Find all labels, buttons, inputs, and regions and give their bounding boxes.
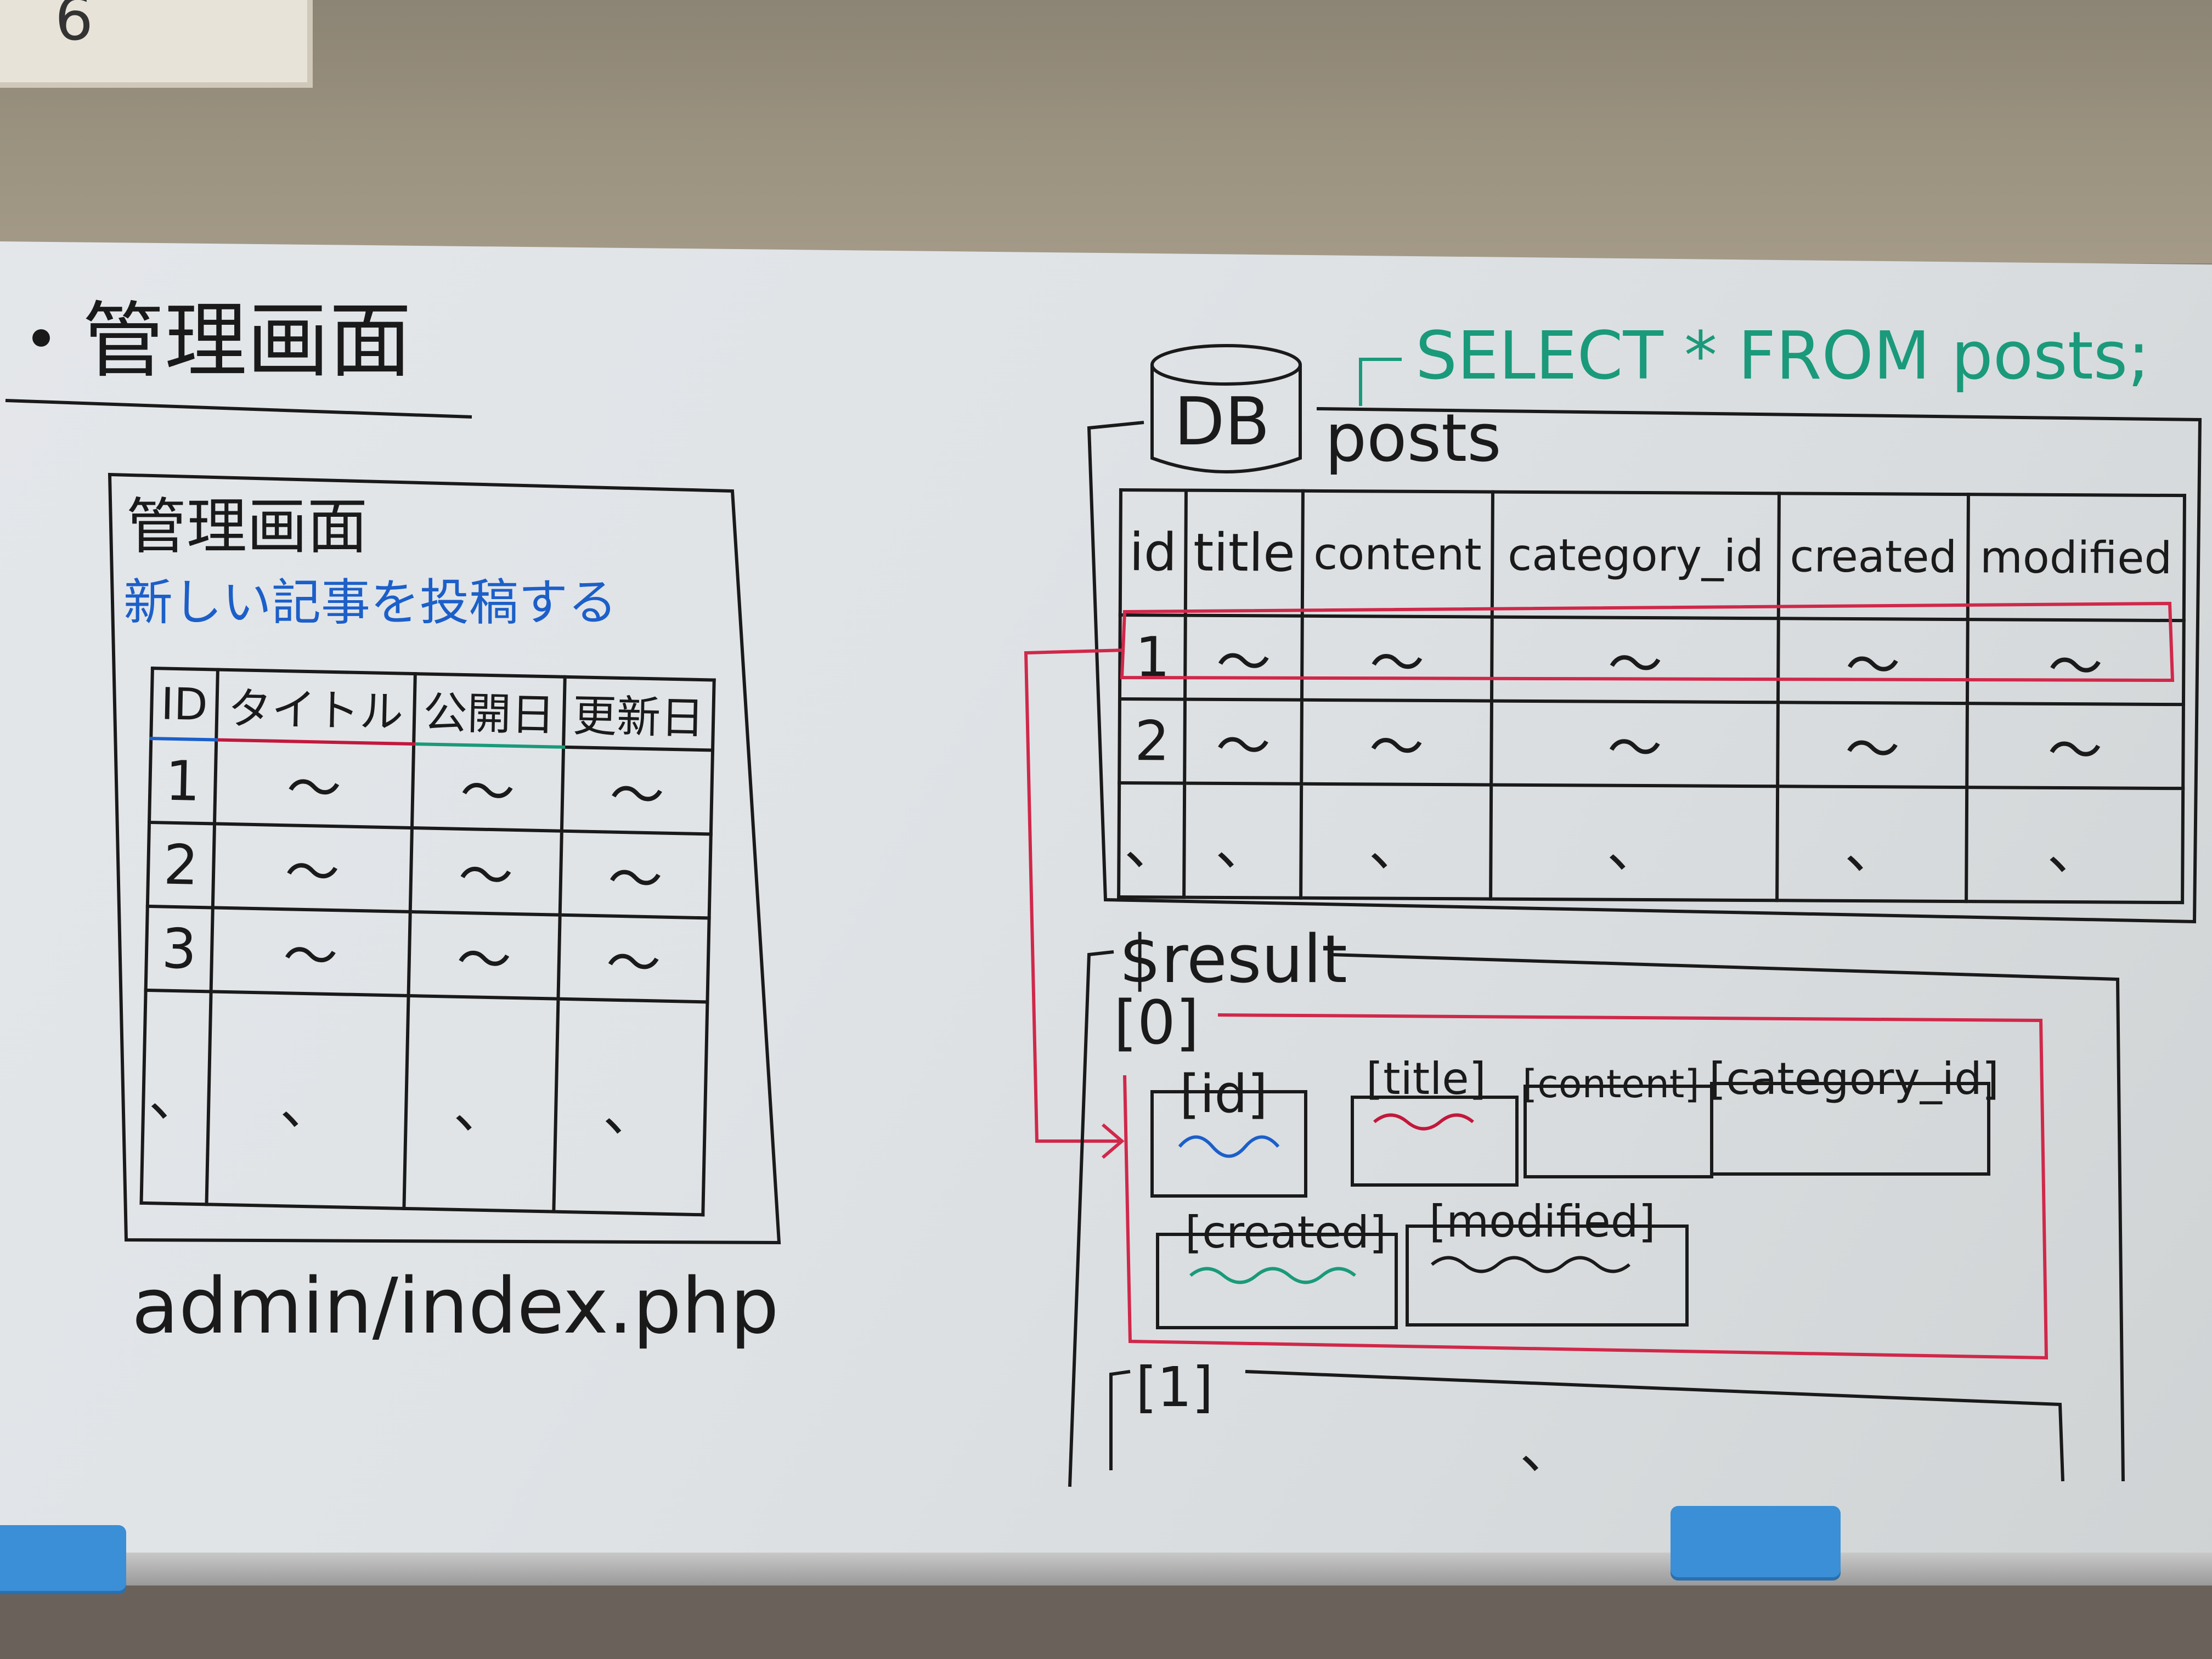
key-modified: [modified] [1429,1196,1656,1247]
marker-tray [0,1553,2212,1585]
db-label: DB [1174,384,1270,460]
filename-label: admin/index.php [132,1262,779,1351]
table-name: posts [1325,400,1502,477]
key-category-id: [category_id] [1709,1053,1999,1104]
key-title: [title] [1366,1053,1486,1104]
panel-subtitle: 新しい記事を投稿する [123,574,617,631]
key-id: [id] [1180,1064,1268,1125]
clock-digit: 6 [55,0,93,54]
key-created: [created] [1185,1207,1387,1258]
wall-clock: 6 [0,0,313,88]
result-index-0: [0] [1114,988,1199,1058]
result-var: $result [1119,922,1347,998]
wall-background [0,0,2212,263]
panel-title: 管理画面 [126,492,368,562]
sql-query: SELECT * FROM posts; [1415,318,2150,394]
result-ellipsis: 、 [1520,1417,1575,1481]
floor-shadow [0,1585,2212,1659]
key-content: [content] [1522,1062,1700,1107]
eraser-left [0,1525,126,1591]
result-index-1: [1] [1136,1355,1214,1419]
left-heading: ・管理画面 [0,294,412,389]
eraser-right [1671,1506,1841,1577]
